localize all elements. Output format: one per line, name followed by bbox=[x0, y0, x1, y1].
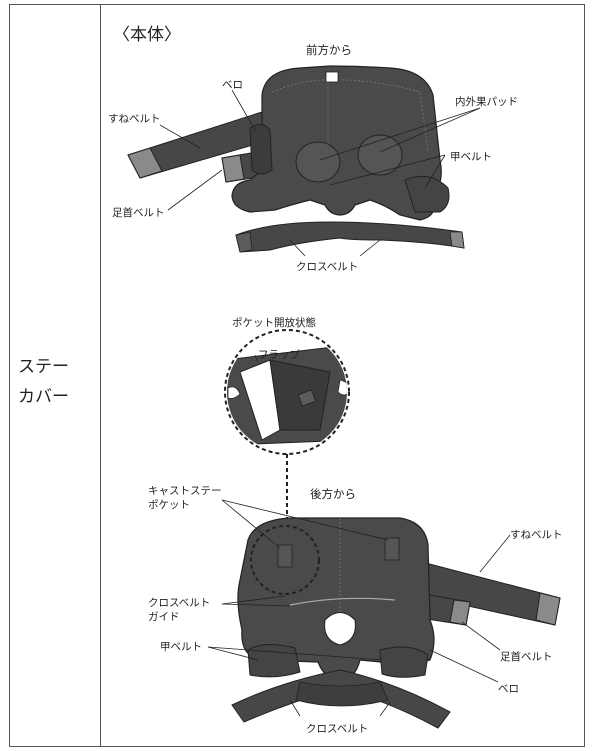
front-tongue bbox=[249, 124, 273, 175]
back-view-label: 後方から bbox=[310, 487, 356, 501]
back-label-tongue: ベロ bbox=[498, 683, 519, 695]
row-label-line2: カバー bbox=[18, 387, 69, 407]
front-label-instep-belt: 甲ベルト bbox=[450, 151, 492, 163]
pocket-flap-label: フラップ bbox=[258, 349, 300, 361]
front-label-ankle-pads: 内外果パッド bbox=[455, 95, 518, 108]
front-shin-belt-strap bbox=[127, 111, 271, 179]
back-pocket-right bbox=[384, 537, 400, 561]
back-label-shin-belt: すねベルト bbox=[510, 529, 563, 541]
front-ankle-pad-right bbox=[357, 134, 403, 176]
front-leader-lines bbox=[159, 89, 481, 257]
back-cross-belt-guide bbox=[289, 597, 396, 606]
front-label-tongue: ベロ bbox=[222, 79, 243, 91]
back-label-cross-belt-guide-line2: ガイド bbox=[148, 611, 180, 623]
front-instep-belt-wing bbox=[404, 175, 450, 213]
back-label-cast-stay-pocket-line1: キャストステー bbox=[148, 485, 222, 497]
front-main-body bbox=[231, 65, 442, 221]
back-pocket-left bbox=[277, 544, 293, 568]
back-label-instep-belt: 甲ベルト bbox=[160, 641, 202, 653]
back-leader-lines bbox=[207, 499, 511, 717]
front-label-cross-belt: クロスベルト bbox=[296, 261, 358, 273]
row-label: ステー カバー bbox=[18, 352, 94, 412]
back-view-illustration bbox=[231, 517, 561, 729]
section-title: 〈本体〉 bbox=[113, 25, 181, 45]
front-cross-belt bbox=[235, 221, 465, 253]
back-label-cast-stay-pocket-line2: ポケット bbox=[148, 499, 190, 511]
table-frame bbox=[9, 4, 585, 747]
pocket-detail-circle bbox=[224, 329, 350, 455]
back-label-ankle-belt: 足首ベルト bbox=[500, 650, 553, 663]
column-divider bbox=[100, 4, 101, 747]
pocket-title: ポケット開放状態 bbox=[232, 316, 316, 329]
front-view-illustration bbox=[127, 65, 465, 253]
front-label-ankle-belt: 足首ベルト bbox=[112, 206, 165, 219]
back-label-cross-belt-guide-line1: クロスベルト bbox=[148, 597, 210, 609]
front-label-shin-belt: すねベルト bbox=[108, 113, 161, 125]
front-ankle-pad-left bbox=[295, 141, 341, 183]
back-shin-belt-strap bbox=[394, 554, 561, 626]
row-label-line1: ステー bbox=[18, 357, 69, 377]
back-label-cross-belt: クロスベルト bbox=[306, 723, 368, 735]
front-view-label: 前方から bbox=[306, 43, 352, 57]
back-cross-belt bbox=[231, 669, 451, 729]
back-pocket-highlight bbox=[250, 525, 320, 595]
